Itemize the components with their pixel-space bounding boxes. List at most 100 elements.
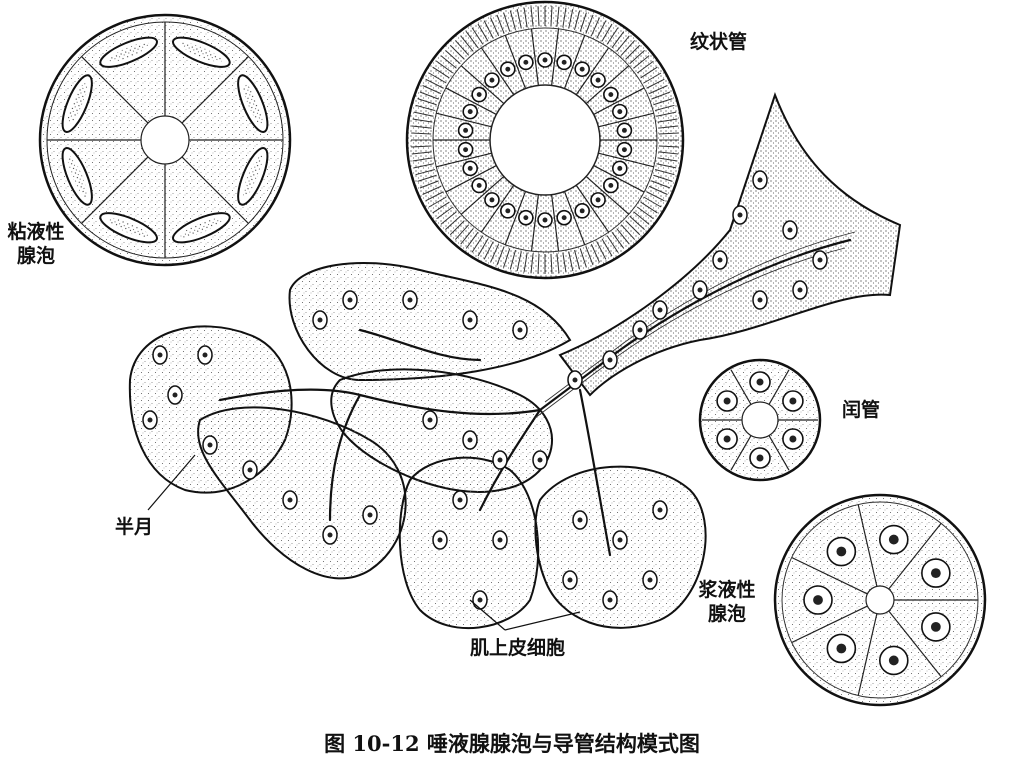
cell-nucleolus (497, 457, 503, 463)
basal-striation (415, 104, 436, 111)
basal-striation (412, 118, 433, 123)
basal-striation (590, 243, 600, 263)
cell-boundary (593, 87, 645, 115)
intercalated-duct (698, 358, 822, 482)
basal-striation (648, 185, 668, 195)
cell-boundary (530, 194, 539, 252)
cell-nucleolus (813, 595, 823, 605)
basal-striation (523, 252, 528, 273)
basal-striation (523, 7, 528, 28)
cell-boundary (857, 504, 878, 587)
serous-cell-group (791, 504, 978, 696)
basal-striation (620, 40, 636, 56)
basal-striation (606, 235, 619, 253)
cell-boundary (575, 184, 610, 233)
cell-nucleolus (476, 182, 482, 188)
cell-nucleolus (517, 327, 523, 333)
cell-nucleolus (717, 257, 723, 263)
cell-boundary (768, 435, 790, 471)
cell-nucleus-chromatin (243, 82, 263, 125)
cell-nucleolus (617, 165, 623, 171)
cell-nucleolus (637, 327, 643, 333)
basal-striation (465, 31, 479, 49)
cell-nucleolus (607, 597, 613, 603)
cell-nucleolus (617, 537, 623, 543)
basal-striation (440, 55, 457, 69)
basal-striation (449, 44, 465, 60)
serous-acinus-label-line1: 浆液性 (698, 579, 756, 601)
basal-striation (625, 44, 641, 60)
basal-striation (483, 20, 494, 39)
cell-nucleolus (467, 165, 473, 171)
cell-nucleolus (607, 357, 613, 363)
basal-striation (550, 6, 553, 27)
basal-striation (574, 249, 581, 270)
basal-striation (436, 60, 454, 74)
basal-striation (503, 12, 511, 32)
cell-nucleolus (467, 109, 473, 115)
cell-nucleolus (757, 297, 763, 303)
cell-nucleolus (497, 537, 503, 543)
cell-nucleolus (608, 92, 614, 98)
basal-striation (530, 253, 534, 274)
basal-striation (411, 145, 432, 148)
basal-striation (419, 91, 439, 100)
basal-striation (579, 248, 587, 268)
basal-striation (509, 249, 516, 270)
cell-nucleolus (427, 417, 433, 423)
basal-striation (460, 35, 474, 52)
cell-nucleus-chromatin (180, 42, 223, 62)
basal-striation (606, 27, 619, 45)
basal-striation (656, 163, 677, 169)
cell-nucleolus (207, 442, 213, 448)
basal-striation (579, 12, 587, 32)
cell-boundary (436, 152, 492, 168)
cell-nucleolus (579, 66, 585, 72)
basal-striation (432, 66, 450, 79)
cell-nucleolus (572, 377, 578, 383)
cell-nucleolus (477, 597, 483, 603)
basal-striation (657, 157, 678, 162)
basal-striation (654, 169, 675, 176)
cell-nucleolus (287, 497, 293, 503)
basal-striation (412, 157, 433, 162)
basal-striation (585, 246, 594, 266)
cell-nucleolus (595, 197, 601, 203)
basal-striation (596, 20, 607, 39)
basal-striation (590, 17, 600, 37)
basal-striation (419, 180, 439, 189)
basal-striation (629, 215, 645, 231)
cell-nucleolus (437, 537, 443, 543)
cell-nucleolus (463, 147, 469, 153)
basal-striation (413, 111, 434, 117)
cell-nucleolus (817, 257, 823, 263)
basal-striation (471, 235, 484, 253)
cell-boundary (857, 613, 878, 696)
cell-boundary (81, 56, 149, 124)
basal-striation (658, 151, 679, 155)
basal-striation (620, 224, 636, 240)
cell-nucleolus (523, 59, 529, 65)
basal-striation (415, 169, 436, 176)
cell-boundary (436, 112, 492, 128)
mucous-acinus-label-line1: 粘液性 (7, 221, 65, 243)
basal-striation (648, 85, 668, 95)
cell-nucleolus (621, 147, 627, 153)
cell-nucleolus (608, 182, 614, 188)
cell-nucleus-chromatin (107, 42, 150, 62)
cell-nucleolus (577, 517, 583, 523)
cell-nucleolus (523, 215, 529, 221)
serous-acinus-label: 浆液性 腺泡 (682, 578, 772, 626)
basal-striation (636, 206, 654, 220)
cell-nucleolus (657, 507, 663, 513)
basal-striation (477, 238, 489, 257)
basal-striation (616, 35, 630, 52)
basal-striation (562, 252, 567, 273)
cell-nucleolus (542, 57, 548, 63)
cell-nucleolus (561, 215, 567, 221)
cell-nucleolus (723, 435, 731, 443)
cell-boundary (551, 194, 560, 252)
cell-boundary (504, 191, 527, 245)
basal-striation (658, 132, 679, 135)
basal-striation (425, 78, 444, 89)
